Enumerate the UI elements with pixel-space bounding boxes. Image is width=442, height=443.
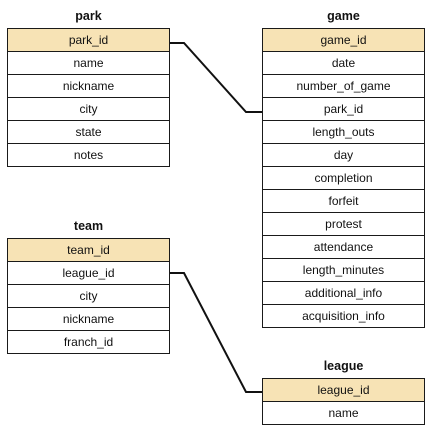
game-entity-title: game <box>327 9 360 23</box>
park-field-park-id: park_id <box>8 29 169 51</box>
team-entity-title: team <box>73 219 104 233</box>
team-field-city: city <box>8 284 169 307</box>
team-field-team-id: team_id <box>8 239 169 261</box>
league-entity-title: league <box>323 359 364 373</box>
league-field-league-id: league_id <box>263 379 424 401</box>
game-field-additional-info: additional_info <box>263 281 424 304</box>
team-field-list: team_id league_id city nickname franch_i… <box>7 238 170 354</box>
park-field-list: park_id name nickname city state notes <box>7 28 170 167</box>
team-field-league-id: league_id <box>8 261 169 284</box>
game-field-length-minutes: length_minutes <box>263 258 424 281</box>
park-field-notes: notes <box>8 143 169 166</box>
game-field-game-id: game_id <box>263 29 424 51</box>
game-field-acquisition-info: acquisition_info <box>263 304 424 327</box>
game-entity: game game_id date number_of_game park_id… <box>262 8 425 328</box>
park-entity: park park_id name nickname city state no… <box>7 8 170 167</box>
game-field-list: game_id date number_of_game park_id leng… <box>262 28 425 328</box>
game-field-number-of-game: number_of_game <box>263 74 424 97</box>
park-field-name: name <box>8 51 169 74</box>
league-field-name: name <box>263 401 424 424</box>
team-field-franch-id: franch_id <box>8 330 169 353</box>
park-field-city: city <box>8 97 169 120</box>
connector-park-to-game <box>170 42 262 113</box>
park-field-state: state <box>8 120 169 143</box>
game-field-length-outs: length_outs <box>263 120 424 143</box>
game-field-date: date <box>263 51 424 74</box>
team-entity: team team_id league_id city nickname fra… <box>7 218 170 354</box>
team-field-nickname: nickname <box>8 307 169 330</box>
league-field-list: league_id name <box>262 378 425 425</box>
park-entity-title: park <box>75 9 102 23</box>
game-field-completion: completion <box>263 166 424 189</box>
game-field-day: day <box>263 143 424 166</box>
league-entity: league league_id name <box>262 358 425 425</box>
park-field-nickname: nickname <box>8 74 169 97</box>
connector-team-to-league <box>170 272 262 393</box>
game-field-attendance: attendance <box>263 235 424 258</box>
game-field-forfeit: forfeit <box>263 189 424 212</box>
game-field-park-id: park_id <box>263 97 424 120</box>
game-field-protest: protest <box>263 212 424 235</box>
